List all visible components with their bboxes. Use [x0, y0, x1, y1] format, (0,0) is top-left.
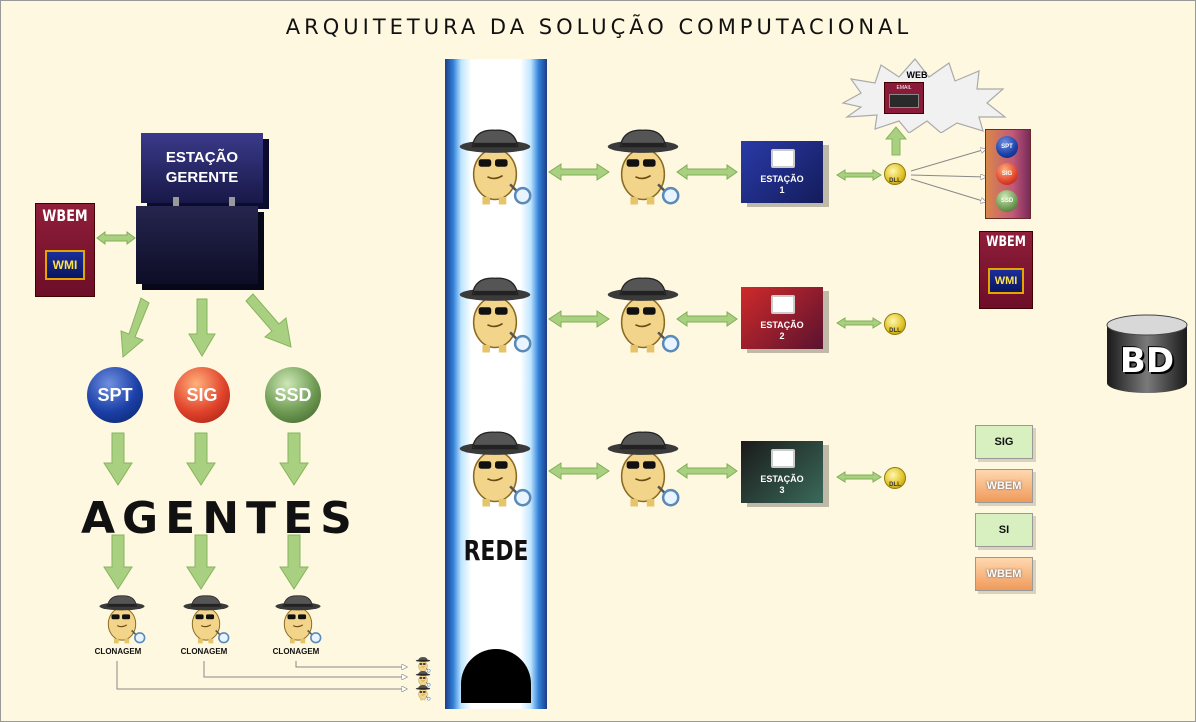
arrow-agent-station-3 — [676, 463, 738, 479]
wbem-label-right: WBEM — [986, 234, 1026, 250]
arrow-agent-station-2 — [676, 311, 738, 327]
email-box: EMAIL — [884, 82, 924, 114]
clone-agent-1 — [97, 595, 147, 645]
agents-label: AGENTES — [81, 493, 359, 544]
tag-si: SI — [975, 513, 1033, 547]
arrow-station-dll-3 — [836, 471, 882, 483]
wbem-label-left: WBEM — [42, 206, 88, 225]
web-cloud — [841, 58, 1007, 133]
network-agent-2 — [457, 277, 533, 355]
dll-line-ssd — [910, 178, 986, 202]
clone-line-2 — [203, 661, 407, 677]
arrow-spt-agentes — [103, 432, 133, 486]
subsystem-panel: SPT SIG SSD — [985, 129, 1031, 219]
arrow-wbem-manager — [96, 231, 136, 245]
dll-line-sig — [910, 175, 986, 177]
web-label: WEB — [906, 70, 928, 80]
manager-post-left — [173, 197, 179, 211]
panel-spt-ball: SPT — [996, 136, 1018, 158]
network-tunnel — [461, 649, 531, 703]
database-label: BD — [1119, 341, 1175, 381]
clone-line-1 — [116, 661, 407, 689]
ssd-label: SSD — [274, 384, 312, 405]
station-agent-1 — [605, 129, 681, 207]
manager-station-base — [136, 206, 258, 284]
arrow-dll-web — [884, 126, 908, 156]
clone-label-2: CLONAGEM — [180, 647, 228, 656]
manager-station-line1: ESTAÇÃO — [165, 148, 239, 166]
station-1-number: 1 — [779, 185, 785, 196]
arrow-manager-sig — [188, 298, 216, 357]
arrow-ssd-agentes — [279, 432, 309, 486]
clone-agent-2 — [181, 595, 231, 645]
manager-station-line2: GERENTE — [165, 169, 239, 186]
dll-icon-2: DLL — [884, 313, 906, 335]
wmi-box-left: WMI — [45, 250, 85, 280]
dll-icon-1: DLL — [884, 163, 906, 185]
station-agent-2 — [605, 277, 681, 355]
network-agent-1 — [457, 129, 533, 207]
arrow-network-agent-1 — [548, 163, 610, 181]
sig-ball: SIG — [174, 367, 230, 423]
tag-sig: SIG — [975, 425, 1033, 459]
dll-icon-3: DLL — [884, 467, 906, 489]
clone-label-1: CLONAGEM — [94, 647, 142, 656]
ssd-ball: SSD — [265, 367, 321, 423]
arrow-station-dll-1 — [836, 169, 882, 181]
arrow-agentes-clone-2 — [186, 534, 216, 590]
panel-ssd-ball: SSD — [996, 190, 1018, 212]
monitor-icon — [771, 149, 795, 168]
station-3-number: 3 — [779, 485, 785, 496]
monitor-icon — [771, 449, 795, 468]
wbem-box-left: WBEM WMI — [35, 203, 95, 297]
arrow-agentes-clone-1 — [103, 534, 133, 590]
arrow-sig-agentes — [186, 432, 216, 486]
station-3-label: ESTAÇÃO — [760, 473, 804, 484]
arrow-manager-spt — [120, 297, 150, 359]
clone-line-3 — [295, 661, 407, 667]
tag-wbem-1: WBEM — [975, 469, 1033, 503]
station-agent-3 — [605, 431, 681, 509]
arrow-agent-station-1 — [676, 164, 738, 180]
station-1-label: ESTAÇÃO — [760, 173, 804, 184]
arrow-manager-ssd — [245, 293, 292, 348]
dll-line-spt — [910, 149, 986, 172]
panel-sig-ball: SIG — [996, 163, 1018, 185]
database-cylinder — [1106, 314, 1188, 393]
sig-label: SIG — [186, 384, 218, 405]
spt-label: SPT — [97, 384, 133, 405]
manager-post-right — [229, 197, 235, 211]
arrow-network-agent-3 — [548, 462, 610, 480]
arrow-agentes-clone-3 — [279, 534, 309, 590]
clone-agent-3 — [273, 595, 323, 645]
arrow-station-dll-2 — [836, 317, 882, 329]
wbem-box-right: WBEM WMI — [979, 231, 1033, 309]
wmi-box-right: WMI — [988, 268, 1024, 294]
network-agent-3 — [457, 431, 533, 509]
email-label: EMAIL — [896, 85, 912, 91]
spt-ball: SPT — [87, 367, 143, 423]
arrow-network-agent-2 — [548, 310, 610, 328]
manager-station-head: ESTAÇÃO GERENTE — [141, 133, 263, 203]
keyboard-icon — [889, 94, 919, 108]
monitor-icon — [771, 295, 795, 314]
clone-label-3: CLONAGEM — [272, 647, 320, 656]
tag-wbem-2: WBEM — [975, 557, 1033, 591]
network-label: REDE — [463, 534, 529, 567]
cloned-agent-small-3 — [415, 685, 431, 701]
station-2-number: 2 — [779, 331, 785, 342]
station-2-label: ESTAÇÃO — [760, 319, 804, 330]
diagram-title: ARQUITETURA DA SOLUÇÃO COMPUTACIONAL — [285, 15, 913, 39]
